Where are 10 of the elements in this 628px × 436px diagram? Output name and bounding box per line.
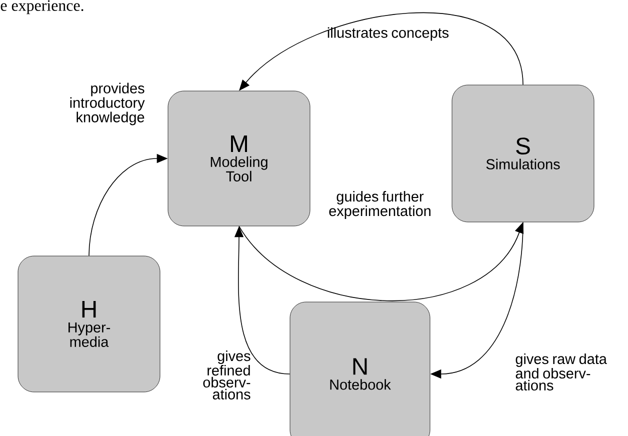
edge-label: gives raw data and observ-ations bbox=[516, 353, 607, 390]
process-box: S Simulations bbox=[452, 84, 594, 222]
edge-label: provides introductory knowledge bbox=[70, 82, 145, 126]
process-box: N Notebook bbox=[290, 302, 430, 436]
process-box: M Modeling Tool bbox=[168, 90, 310, 226]
process-box: H Hyper-media bbox=[18, 256, 160, 392]
edge-label: illustrates concepts bbox=[328, 27, 449, 41]
edge-label: guides further experimentation bbox=[329, 191, 430, 219]
edge-label: gives refined observ-ations bbox=[203, 350, 250, 400]
text-fragment: e experience. bbox=[0, 0, 84, 14]
